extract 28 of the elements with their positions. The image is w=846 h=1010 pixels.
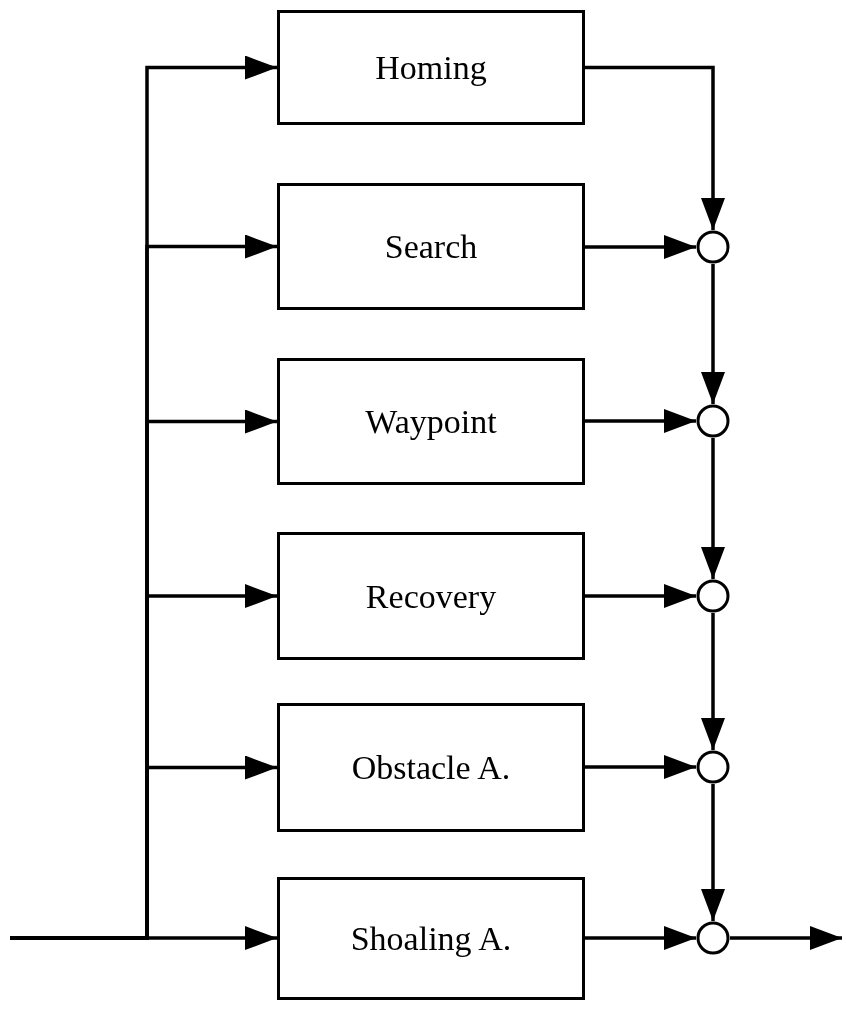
box-label: Shoaling A. — [350, 919, 512, 959]
arrow — [701, 613, 725, 750]
arrow — [701, 784, 725, 921]
behavior-box — [277, 532, 585, 660]
arrow — [701, 438, 725, 579]
behavior-box — [277, 10, 585, 125]
box-label: Search — [384, 227, 478, 267]
arrow — [730, 926, 842, 950]
summing-circle — [696, 750, 730, 784]
box-label: Obstacle A. — [351, 748, 511, 788]
arrow — [585, 409, 696, 433]
behavior-box — [277, 877, 585, 1000]
summing-circle — [696, 579, 730, 613]
summing-circle — [696, 230, 730, 264]
summing-circle — [696, 921, 730, 955]
arrow — [585, 926, 696, 950]
box-label: Recovery — [365, 576, 497, 617]
arrow — [585, 65, 725, 230]
summing-circle — [696, 404, 730, 438]
box-label: Homing — [375, 48, 487, 88]
behavior-box — [277, 183, 585, 310]
arrow — [701, 264, 725, 404]
arrow — [585, 755, 696, 779]
arrow — [585, 584, 696, 608]
box-label: Waypoint — [365, 402, 497, 442]
arrow — [585, 235, 696, 259]
behavior-box — [277, 703, 585, 832]
behavior-box — [277, 358, 585, 485]
